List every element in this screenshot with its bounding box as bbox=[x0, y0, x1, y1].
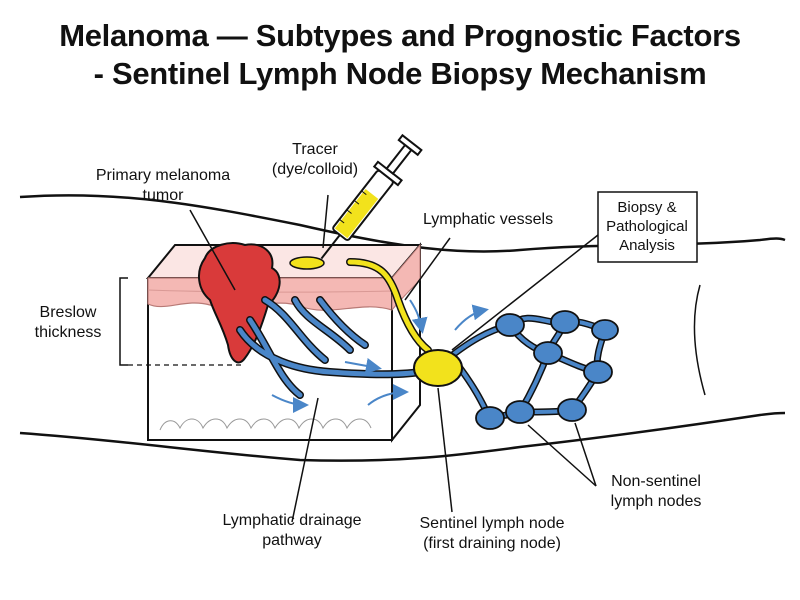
non-sentinel-node bbox=[475, 406, 505, 430]
non-sentinel-label-line2: lymph nodes bbox=[611, 493, 702, 510]
drainage-pathway-label-line1: Lymphatic drainage bbox=[222, 512, 361, 529]
breslow-bracket bbox=[119, 277, 245, 366]
non-sentinel-node bbox=[583, 360, 613, 384]
non-sentinel-label-line1: Non-sentinel bbox=[611, 473, 701, 490]
non-sentinel-node bbox=[550, 310, 580, 334]
limb-outline bbox=[19, 194, 786, 462]
biopsy-label-line1: Biopsy & bbox=[617, 199, 676, 216]
sentinel-node-label-line1: Sentinel lymph node bbox=[420, 515, 565, 532]
tracer-label-line1: Tracer bbox=[292, 141, 338, 158]
sentinel-lymph-node bbox=[413, 349, 463, 387]
tracer-label-line2: (dye/colloid) bbox=[272, 161, 358, 178]
primary-tumor-label-line1: Primary melanoma bbox=[96, 167, 230, 184]
syringe-icon bbox=[320, 133, 423, 260]
tracer-injection-site bbox=[289, 256, 325, 270]
sentinel-node-label-line2: (first draining node) bbox=[423, 535, 561, 552]
non-sentinel-node bbox=[505, 400, 535, 424]
non-sentinel-node bbox=[495, 313, 525, 337]
primary-tumor-label-line2: tumor bbox=[143, 187, 185, 204]
non-sentinel-node bbox=[557, 398, 587, 422]
non-sentinel-node bbox=[591, 319, 619, 341]
lymphatic-vessels-label: Lymphatic vessels bbox=[423, 211, 553, 228]
lymphatic-vessels bbox=[236, 296, 424, 399]
biopsy-label-line2: Pathological bbox=[606, 218, 688, 235]
lymph-node-network bbox=[436, 310, 619, 430]
diagram-title-line2: - Sentinel Lymph Node Biopsy Mechanism bbox=[93, 56, 707, 91]
biopsy-analysis-box bbox=[597, 191, 698, 263]
breslow-label-line1: Breslow bbox=[40, 304, 97, 321]
tracer-pathway bbox=[346, 258, 432, 354]
biopsy-label-line3: Analysis bbox=[619, 237, 675, 254]
breslow-label-line2: thickness bbox=[35, 324, 102, 341]
diagram-title-line1: Melanoma — Subtypes and Prognostic Facto… bbox=[59, 18, 741, 53]
drainage-pathway-label-line2: pathway bbox=[262, 532, 322, 549]
flow-arrows bbox=[271, 299, 489, 413]
non-sentinel-node bbox=[533, 341, 563, 365]
leader-lines bbox=[189, 194, 599, 523]
